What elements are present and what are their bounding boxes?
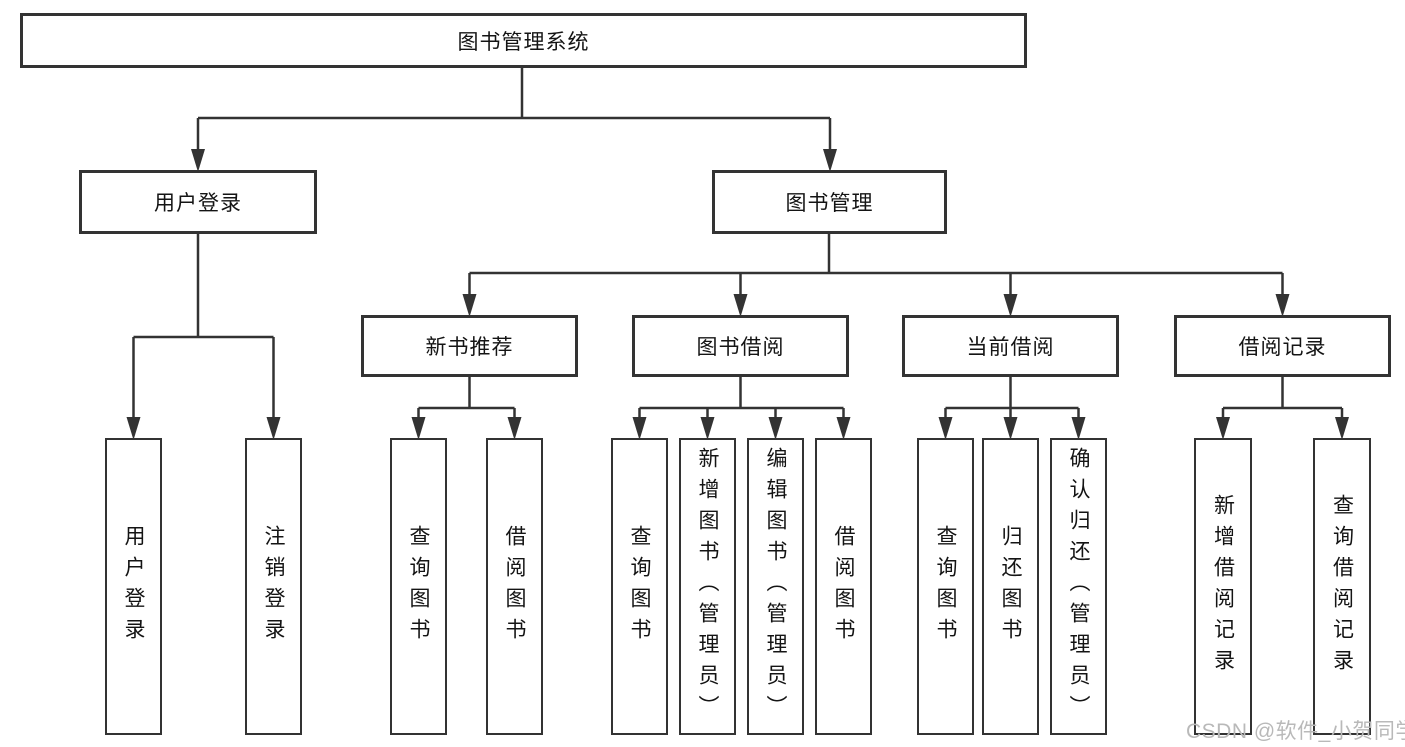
node-label: 查询借阅记录 bbox=[1330, 493, 1354, 680]
node-user-login-module: 用户登录 bbox=[79, 170, 317, 234]
leaf-borrow-books: 借阅图书 bbox=[815, 438, 872, 735]
leaf-logout: 注销登录 bbox=[245, 438, 302, 735]
leaf-return-books: 归还图书 bbox=[982, 438, 1039, 735]
leaf-query-books-current: 查询图书 bbox=[917, 438, 974, 735]
node-label: 新增图书（管理员） bbox=[696, 447, 719, 726]
node-library-management-system: 图书管理系统 bbox=[20, 13, 1027, 68]
leaf-query-books-borrow: 查询图书 bbox=[611, 438, 668, 735]
node-borrowing-records: 借阅记录 bbox=[1174, 315, 1391, 377]
node-book-borrowing: 图书借阅 bbox=[632, 315, 849, 377]
node-label: 注销登录 bbox=[262, 524, 285, 649]
node-label: 用户登录 bbox=[154, 192, 242, 215]
node-label: 图书借阅 bbox=[696, 336, 785, 359]
node-label: 编辑图书（管理员） bbox=[764, 447, 787, 726]
node-label: 借阅记录 bbox=[1238, 336, 1327, 359]
node-label: 确认归还（管理员） bbox=[1067, 447, 1090, 726]
leaf-add-books-admin: 新增图书（管理员） bbox=[679, 438, 736, 735]
node-label: 借阅图书 bbox=[832, 524, 855, 649]
leaf-add-borrow-record: 新增借阅记录 bbox=[1194, 438, 1252, 735]
node-label: 查询图书 bbox=[407, 524, 430, 649]
node-label: 图书管理系统 bbox=[457, 30, 590, 54]
node-new-book-recommendation: 新书推荐 bbox=[361, 315, 578, 377]
leaf-edit-books-admin: 编辑图书（管理员） bbox=[747, 438, 804, 735]
node-label: 新增借阅记录 bbox=[1211, 493, 1235, 680]
leaf-user-login: 用户登录 bbox=[105, 438, 162, 735]
csdn-watermark: CSDN @软件_小贺同学 bbox=[1186, 720, 1405, 743]
node-label: 图书管理 bbox=[785, 192, 874, 215]
node-book-management-module: 图书管理 bbox=[712, 170, 947, 234]
node-label: 借阅图书 bbox=[503, 524, 526, 649]
node-current-borrowing: 当前借阅 bbox=[902, 315, 1119, 377]
node-label: 查询图书 bbox=[934, 524, 957, 649]
leaf-confirm-return-admin: 确认归还（管理员） bbox=[1050, 438, 1107, 735]
node-label: 查询图书 bbox=[628, 524, 651, 649]
leaf-borrow-books-recommend: 借阅图书 bbox=[486, 438, 543, 735]
leaf-query-borrow-record: 查询借阅记录 bbox=[1313, 438, 1371, 735]
node-label: 当前借阅 bbox=[966, 336, 1055, 359]
node-label: 归还图书 bbox=[999, 524, 1022, 649]
node-label: 用户登录 bbox=[122, 524, 145, 649]
leaf-query-books-recommend: 查询图书 bbox=[390, 438, 447, 735]
node-label: 新书推荐 bbox=[425, 336, 514, 359]
